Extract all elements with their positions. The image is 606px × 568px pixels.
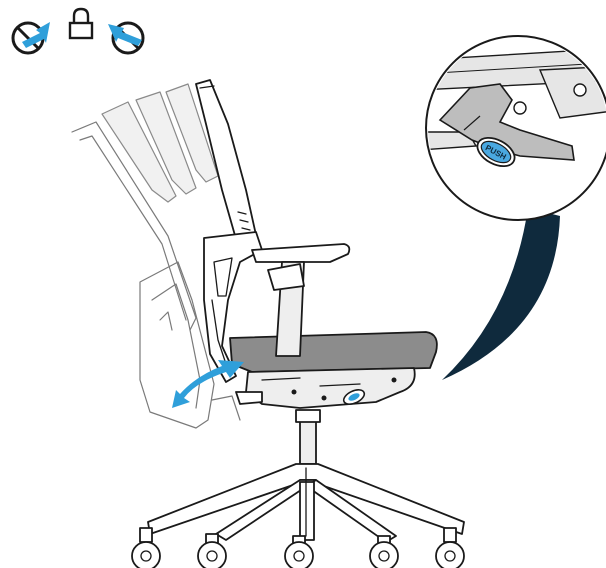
unlock-left-icon [13, 22, 50, 53]
zoom-callout: PUSH [420, 30, 606, 230]
seat-cushion [230, 332, 437, 372]
callout-tail [442, 208, 560, 380]
gas-column [296, 410, 320, 464]
caster-wheels [132, 528, 464, 568]
five-star-base [148, 464, 464, 542]
unlock-right-icon [108, 23, 143, 53]
tilt-mechanism [236, 368, 415, 408]
padlock-icon [70, 9, 92, 38]
